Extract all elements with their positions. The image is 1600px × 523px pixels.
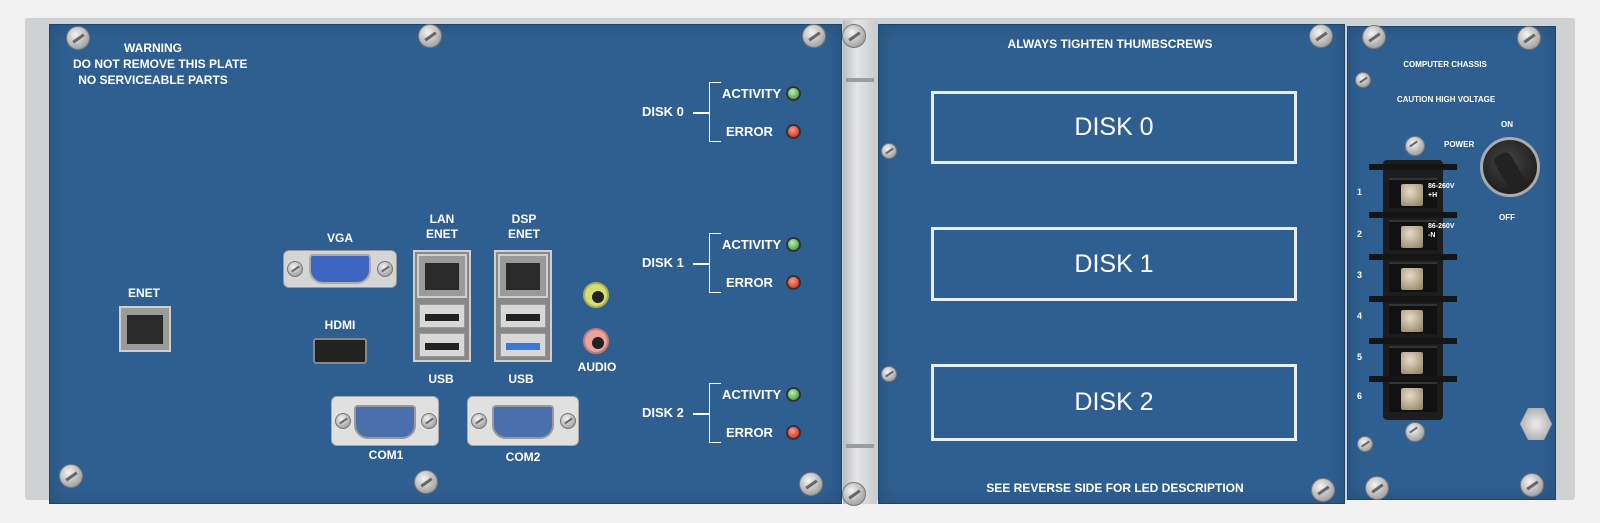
- vga-port[interactable]: [309, 254, 371, 284]
- terminal-number: 4: [1357, 311, 1363, 321]
- hdmi-label: HDMI: [324, 318, 356, 332]
- thumbscrew[interactable]: [1520, 473, 1544, 497]
- terminal-screw: [1405, 136, 1425, 156]
- enet-label: ENET: [127, 286, 160, 300]
- power-toggle-switch[interactable]: [1480, 137, 1540, 197]
- disk2-activity-label: ACTIVITY: [722, 387, 782, 402]
- terminal-number: 5: [1357, 352, 1363, 362]
- ground-stud-nut: [1520, 408, 1552, 440]
- usb-left-label: USB: [428, 372, 454, 386]
- power-panel: [1347, 26, 1556, 500]
- lan-label-line-1: LAN: [429, 212, 455, 226]
- hot-label: +H: [1428, 192, 1438, 199]
- dsp-enet-label: DSP ENET: [500, 212, 548, 242]
- warning-line-3: NO SERVICEABLE PARTS: [78, 73, 228, 87]
- warning-line-1: WARNING: [124, 41, 182, 55]
- disk2-error-led: [786, 425, 801, 440]
- terminal-number: 6: [1357, 391, 1363, 401]
- usb3-port[interactable]: [500, 333, 546, 357]
- panel-screw: [1357, 436, 1373, 452]
- dsp-label-line-1: DSP: [511, 212, 537, 226]
- disk0-activity-led: [786, 86, 801, 101]
- disk1-bay[interactable]: DISK 1: [931, 227, 1297, 301]
- com-screw: [421, 413, 437, 429]
- com2-label: COM2: [505, 450, 541, 464]
- terminal-screw: [1405, 422, 1425, 442]
- neutral-label: -N: [1428, 232, 1436, 239]
- power-label: POWER: [1444, 140, 1475, 149]
- terminal-voltage-label-1: 86-260V +H: [1428, 182, 1454, 200]
- thumbscrew[interactable]: [1309, 24, 1333, 48]
- dsp-enet-port[interactable]: [498, 254, 548, 298]
- com-screw: [335, 413, 351, 429]
- line-out-jack[interactable]: [583, 282, 609, 308]
- thumbscrew[interactable]: [1362, 25, 1386, 49]
- mic-in-jack[interactable]: [583, 328, 609, 354]
- rail-screw: [842, 482, 866, 506]
- vga-screw: [377, 261, 393, 277]
- disk1-error-led: [786, 275, 801, 290]
- hdmi-port[interactable]: [313, 338, 367, 364]
- terminal-number: 2: [1357, 229, 1363, 239]
- terminal-voltage-label-2: 86-260V -N: [1428, 222, 1454, 240]
- bay-screw: [881, 366, 897, 382]
- disk1-activity-label: ACTIVITY: [722, 237, 782, 252]
- disk1-led-label: DISK 1: [642, 255, 684, 270]
- dsp-label-line-2: ENET: [507, 227, 540, 241]
- bay-screw: [881, 143, 897, 159]
- disk2-error-label: ERROR: [726, 425, 773, 440]
- lan-enet-port[interactable]: [417, 254, 467, 298]
- panel-screw: [66, 26, 90, 50]
- voltage-range: 86-260V: [1428, 183, 1455, 190]
- thumbscrew[interactable]: [1365, 476, 1389, 500]
- disk1-activity-led: [786, 237, 801, 252]
- panel-screw: [802, 24, 826, 48]
- com-screw: [471, 413, 487, 429]
- voltage-range: 86-260V: [1428, 223, 1455, 230]
- disk0-led-label: DISK 0: [642, 104, 684, 119]
- high-voltage-caution: CAUTION HIGH VOLTAGE: [1396, 95, 1496, 104]
- chassis-label: COMPUTER CHASSIS: [1403, 60, 1487, 69]
- enet-port[interactable]: [119, 306, 171, 352]
- disk2-activity-led: [786, 387, 801, 402]
- thumbscrew[interactable]: [1517, 26, 1541, 50]
- disk0-activity-label: ACTIVITY: [722, 86, 782, 101]
- disk0-error-label: ERROR: [726, 124, 773, 139]
- led-description-note: SEE REVERSE SIDE FOR LED DESCRIPTION: [986, 481, 1244, 495]
- warning-line-2: DO NOT REMOVE THIS PLATE: [73, 57, 248, 71]
- usb-right-label: USB: [508, 372, 534, 386]
- thumbscrew[interactable]: [1311, 478, 1335, 502]
- chassis-rail: [843, 20, 877, 504]
- disk2-led-label: DISK 2: [642, 405, 684, 420]
- com-screw: [560, 413, 576, 429]
- power-terminal-block: [1369, 136, 1457, 442]
- warning-label: WARNING DO NOT REMOVE THIS PLATE NO SERV…: [73, 40, 248, 88]
- rail-screw: [842, 24, 866, 48]
- panel-screw: [59, 464, 83, 488]
- panel-screw: [799, 472, 823, 496]
- lan-enet-label: LAN ENET: [418, 212, 466, 242]
- off-label: OFF: [1499, 213, 1515, 222]
- lan-label-line-2: ENET: [425, 227, 458, 241]
- disk0-bay[interactable]: DISK 0: [931, 91, 1297, 164]
- audio-label: AUDIO: [577, 360, 617, 374]
- terminal-number: 3: [1357, 270, 1363, 280]
- panel-screw: [418, 24, 442, 48]
- vga-screw: [287, 261, 303, 277]
- disk2-bay[interactable]: DISK 2: [931, 364, 1297, 441]
- disk0-error-led: [786, 124, 801, 139]
- usb-port[interactable]: [500, 304, 546, 328]
- usb-port[interactable]: [419, 333, 465, 357]
- com1-label: COM1: [368, 448, 404, 462]
- terminal-number: 1: [1357, 187, 1363, 197]
- panel-screw: [1355, 72, 1371, 88]
- disk1-error-label: ERROR: [726, 275, 773, 290]
- vga-label: VGA: [326, 231, 353, 245]
- usb-port[interactable]: [419, 304, 465, 328]
- on-label: ON: [1501, 120, 1513, 129]
- thumbscrew-warning: ALWAYS TIGHTEN THUMBSCREWS: [1007, 37, 1213, 51]
- panel-screw: [414, 470, 438, 494]
- disk-bay-panel: [878, 24, 1345, 504]
